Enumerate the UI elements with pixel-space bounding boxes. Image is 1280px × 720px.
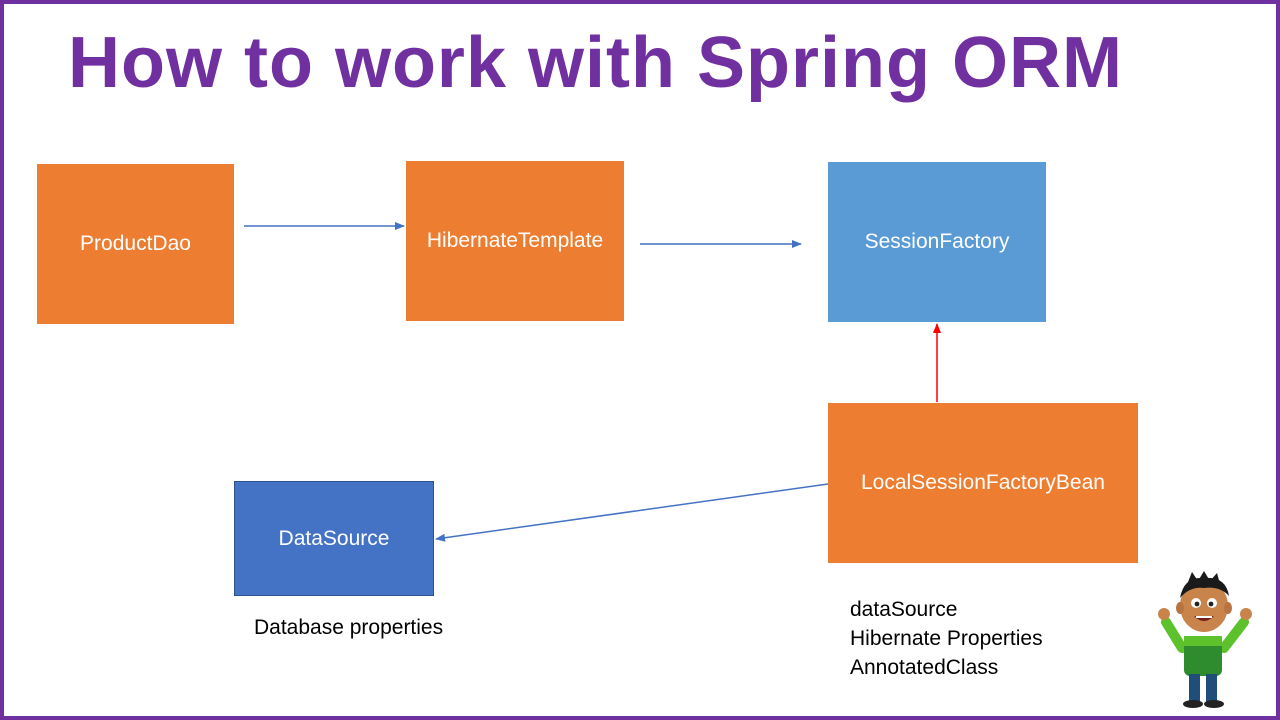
connector-arrows (244, 222, 941, 542)
hibernatetemplate-label: HibernateTemplate (426, 229, 604, 252)
page-title: How to work with Spring ORM (68, 23, 1123, 103)
bean-property-item: Hibernate Properties (850, 627, 1043, 650)
hibernatetemplate-box: HibernateTemplate (406, 161, 624, 321)
productdao-box: ProductDao (37, 164, 234, 324)
database-properties-note: Database properties (254, 616, 444, 639)
bean-property-item: AnnotatedClass (850, 656, 999, 679)
sessionfactory-label: SessionFactory (864, 230, 1010, 253)
productdao-label: ProductDao (80, 232, 191, 255)
cartoon-boy-icon (1158, 571, 1252, 708)
localsessionfactorybean-box: LocalSessionFactoryBean (828, 403, 1138, 563)
localsessionfactorybean-label: LocalSessionFactoryBean (861, 471, 1105, 494)
arrow-localsessionfactorybean-to-datasource (435, 483, 829, 542)
sessionfactory-box: SessionFactory (828, 162, 1046, 322)
bean-property-item: dataSource (850, 598, 958, 621)
datasource-box: DataSource (234, 481, 434, 596)
datasource-label: DataSource (278, 526, 390, 550)
bean-properties-list: dataSource Hibernate Properties Annotate… (850, 595, 1043, 682)
